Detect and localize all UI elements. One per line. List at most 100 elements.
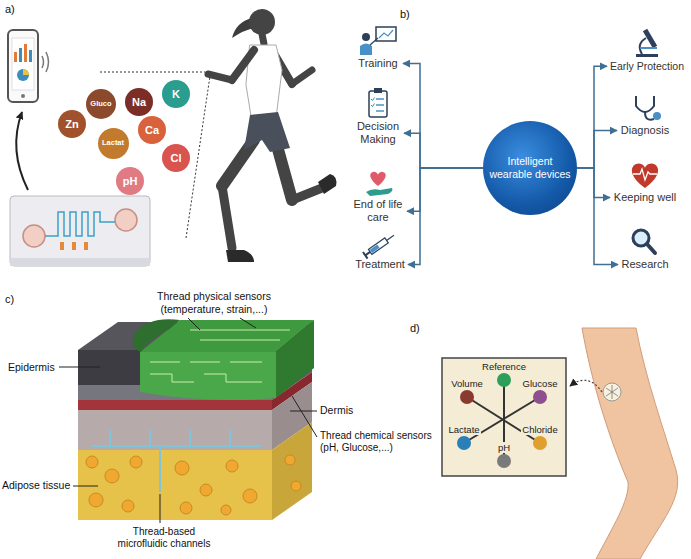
dotted-guide: [100, 72, 205, 73]
microfluidic-channels: [110, 430, 230, 446]
stethoscope-icon: [636, 96, 654, 112]
syringe-icon: [387, 235, 394, 240]
leader-line: [160, 494, 161, 523]
application-item: Research: [618, 226, 672, 271]
node-text: Treatment: [352, 258, 408, 271]
application-item: Early Protection: [607, 26, 687, 73]
phone-icon: [14, 52, 17, 62]
adipose-cells: [180, 502, 192, 514]
magnifier-icon: [633, 230, 655, 253]
connector-arrow: [577, 168, 618, 265]
ion-badge: Ca: [138, 116, 166, 144]
microscope-icon: [636, 54, 658, 57]
heart-icon: [632, 163, 658, 188]
adipose-cells: [226, 460, 238, 472]
wireless-waves: [42, 52, 49, 72]
annotation: Adipose tissue: [2, 479, 70, 492]
annotation: Thread-based microfluidic channels: [108, 526, 220, 550]
skin-block: [272, 422, 312, 520]
annotation: Thread chemical sensors (pH, Glucose,...…: [320, 430, 436, 454]
thread-physical-sensor: [150, 330, 290, 382]
runner-figure: [226, 250, 254, 262]
runner-figure: [208, 9, 336, 262]
syringe-icon: [363, 232, 396, 259]
microfluidic-chip: [84, 242, 88, 250]
care-icon: [370, 172, 385, 186]
wireless-waves: [42, 56, 44, 68]
ion-badge: Zn: [58, 110, 86, 138]
node-text: Cl: [171, 153, 182, 164]
phone-icon: [23, 69, 29, 75]
sensor-node: Glucose: [521, 378, 560, 404]
decision-icon: [369, 88, 387, 117]
application-item: Decision Making: [352, 88, 404, 146]
sensor-patch-panel: [442, 358, 566, 476]
phone-icon: [8, 30, 38, 102]
node-text: End of life care: [349, 198, 407, 224]
runner-figure: [244, 112, 290, 152]
sensor-dot: [533, 436, 547, 450]
node-text: Decision Making: [352, 120, 404, 146]
sensor-node: Lactate: [446, 424, 482, 450]
adipose-cells: [175, 461, 189, 475]
stethoscope-icon: [653, 112, 661, 120]
application-item: Diagnosis: [617, 92, 673, 137]
thread-physical-sensor: [133, 319, 180, 352]
annotation: Thread physical sensors (temperature, st…: [150, 290, 278, 315]
leader-line: [292, 396, 317, 437]
node-text: Reference: [481, 361, 527, 372]
runner-figure: [276, 142, 292, 200]
sensor-spokes: [464, 397, 540, 443]
phone-icon: [21, 94, 25, 98]
runner-figure: [222, 186, 232, 248]
thread-physical-sensor: [190, 330, 290, 340]
microfluidic-chip: [23, 225, 45, 247]
runner-figure: [208, 74, 232, 80]
thread-physical-sensor: [133, 319, 314, 400]
label-text: b): [400, 8, 410, 20]
care-icon: [366, 188, 393, 196]
leader-line: [73, 486, 98, 487]
panel-letter: c): [5, 293, 14, 306]
arm-figure: [582, 328, 678, 559]
application-item: Training: [353, 25, 403, 70]
sensor-dot: [460, 390, 474, 404]
adipose-cells: [89, 493, 103, 507]
dotted-pointer: [570, 380, 602, 392]
sensor-node: Volume: [449, 378, 485, 404]
sensor-spokes: [464, 380, 540, 461]
hub-circle: Intelligent wearable devices: [483, 121, 577, 215]
adipose-cells: [285, 455, 295, 465]
leader-line: [59, 367, 100, 368]
node-text: Lactate: [447, 424, 480, 435]
label-text: c): [5, 293, 14, 305]
node-text: Gluco: [90, 100, 111, 108]
leader-line: [290, 411, 317, 412]
wireless-waves: [46, 52, 49, 72]
application-item: Treatment: [352, 232, 408, 271]
label-text: Epidermis: [8, 361, 55, 373]
microfluidic-chip: [10, 258, 150, 266]
label-text: Thread physical sensors (temperature, st…: [157, 290, 271, 315]
phone-icon: [8, 30, 38, 102]
node-text: Intelligent wearable devices: [489, 155, 571, 180]
phone-icon: [17, 69, 29, 81]
sync-arrow: [16, 112, 28, 190]
sensor-node: pH: [496, 442, 513, 468]
sensor-dot: [497, 373, 511, 387]
training-icon: [362, 33, 370, 41]
node-text: Na: [132, 97, 146, 108]
ion-badge: Na: [125, 88, 153, 116]
runner-figure: [292, 188, 322, 200]
connector-arrow: [403, 64, 483, 168]
node-text: K: [172, 89, 180, 100]
stethoscope-icon: [636, 96, 661, 120]
connector-arrow: [577, 66, 607, 168]
sensor-dot: [497, 454, 511, 468]
decision-icon: [376, 104, 384, 106]
runner-figure: [232, 50, 254, 80]
runner-figure: [292, 70, 312, 84]
microscope-icon: [636, 30, 658, 57]
